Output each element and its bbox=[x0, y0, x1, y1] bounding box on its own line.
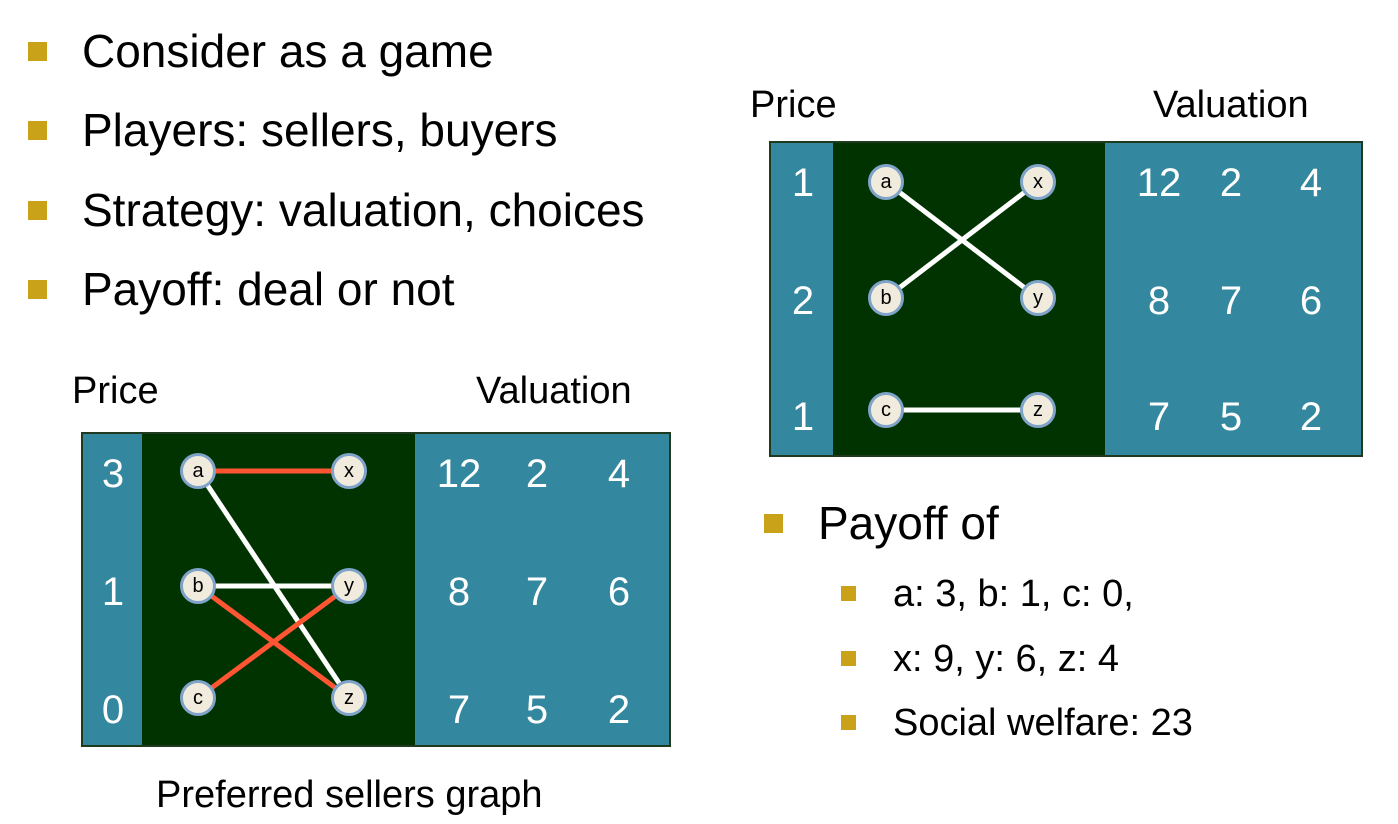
right-price-label: Price bbox=[750, 84, 837, 126]
left-price-column: 3 1 0 bbox=[83, 434, 142, 745]
right-graph-area: a b c x y z bbox=[833, 143, 1105, 455]
right-node-b: b bbox=[868, 280, 904, 316]
right-graph-panel: 1 2 1 a b c x y z 12 2 4 8 7 6 7 5 2 bbox=[769, 141, 1363, 457]
bullet-payoff: Payoff: deal or not bbox=[82, 263, 455, 315]
left-val-2-1: 5 bbox=[525, 688, 549, 732]
left-node-a: a bbox=[180, 453, 216, 489]
sub-bullet-marker bbox=[841, 715, 856, 730]
left-val-2-2: 2 bbox=[607, 688, 631, 732]
bullet-marker bbox=[764, 514, 783, 533]
right-node-x: x bbox=[1020, 164, 1056, 200]
right-val-2-1: 5 bbox=[1219, 395, 1243, 439]
right-val-2-2: 2 bbox=[1299, 395, 1323, 439]
left-graph-panel: 3 1 0 a b c x y z 12 2 4 8 7 6 7 5 2 bbox=[81, 432, 671, 747]
right-edges bbox=[884, 180, 1040, 413]
sub-bullet-marker bbox=[841, 586, 856, 601]
left-node-x: x bbox=[331, 453, 367, 489]
sub-bullet-marker bbox=[841, 651, 856, 666]
right-val-1-2: 6 bbox=[1299, 279, 1323, 323]
right-edge-b-x bbox=[884, 180, 1040, 300]
right-node-a: a bbox=[868, 164, 904, 200]
left-price-a: 3 bbox=[101, 452, 125, 496]
left-price-c: 0 bbox=[101, 688, 125, 732]
right-price-a: 1 bbox=[791, 161, 815, 205]
left-node-c: c bbox=[180, 680, 216, 716]
left-edge-c-y bbox=[196, 583, 351, 701]
left-val-0-0: 12 bbox=[436, 452, 482, 496]
left-val-0-2: 4 bbox=[607, 452, 631, 496]
bullet-marker bbox=[28, 121, 47, 140]
left-val-0-1: 2 bbox=[525, 452, 549, 496]
left-edges bbox=[195, 468, 352, 701]
right-node-y: y bbox=[1020, 280, 1056, 316]
payoff-sellers: a: 3, b: 1, c: 0, bbox=[893, 573, 1134, 615]
right-price-b: 2 bbox=[791, 279, 815, 323]
bullet-marker bbox=[28, 42, 47, 61]
bullet-marker bbox=[28, 280, 47, 299]
left-node-b: b bbox=[180, 568, 216, 604]
right-val-0-1: 2 bbox=[1219, 161, 1243, 205]
right-val-1-0: 8 bbox=[1147, 279, 1171, 323]
right-valuation-column: 12 2 4 8 7 6 7 5 2 bbox=[1105, 143, 1361, 455]
left-node-z: z bbox=[331, 680, 367, 716]
left-valuation-column: 12 2 4 8 7 6 7 5 2 bbox=[415, 434, 669, 745]
left-val-1-1: 7 bbox=[525, 570, 549, 614]
bullet-consider: Consider as a game bbox=[82, 25, 494, 77]
payoff-heading: Payoff of bbox=[818, 497, 999, 549]
right-price-c: 1 bbox=[791, 395, 815, 439]
bullet-marker bbox=[28, 201, 47, 220]
right-price-column: 1 2 1 bbox=[771, 143, 833, 455]
right-val-2-0: 7 bbox=[1147, 395, 1171, 439]
bullet-players: Players: sellers, buyers bbox=[82, 104, 558, 156]
left-val-1-2: 6 bbox=[607, 570, 631, 614]
right-valuation-label: Valuation bbox=[1153, 84, 1309, 126]
right-val-0-2: 4 bbox=[1299, 161, 1323, 205]
left-graph-area: a b c x y z bbox=[142, 434, 417, 745]
left-graph-caption: Preferred sellers graph bbox=[156, 774, 543, 816]
left-price-b: 1 bbox=[101, 570, 125, 614]
payoff-buyers: x: 9, y: 6, z: 4 bbox=[893, 638, 1119, 680]
left-valuation-label: Valuation bbox=[476, 370, 632, 412]
left-node-y: y bbox=[331, 568, 367, 604]
right-node-c: c bbox=[868, 392, 904, 428]
left-val-2-0: 7 bbox=[447, 688, 471, 732]
bullet-strategy: Strategy: valuation, choices bbox=[82, 184, 645, 236]
left-val-1-0: 8 bbox=[447, 570, 471, 614]
left-price-label: Price bbox=[72, 370, 159, 412]
payoff-welfare: Social welfare: 23 bbox=[893, 702, 1193, 744]
right-val-0-0: 12 bbox=[1136, 161, 1182, 205]
right-val-1-1: 7 bbox=[1219, 279, 1243, 323]
right-node-z: z bbox=[1020, 392, 1056, 428]
